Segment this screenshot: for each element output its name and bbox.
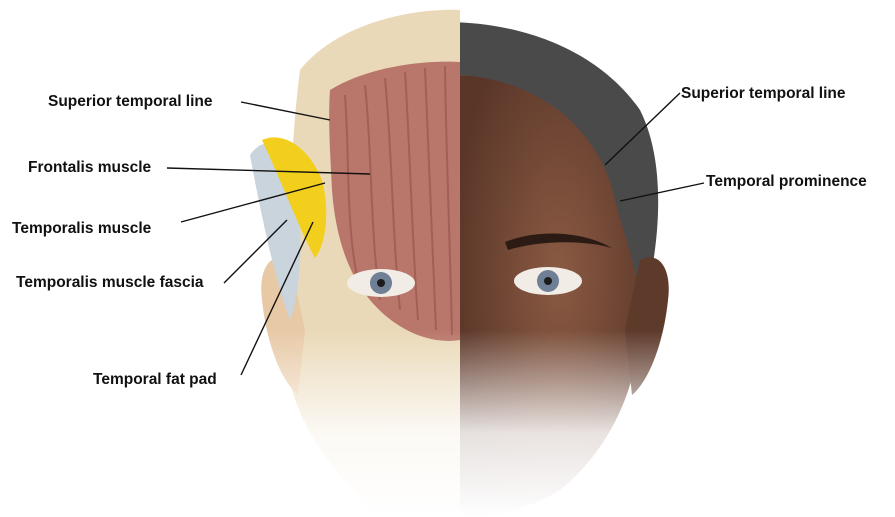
label-temporal-prominence: Temporal prominence <box>706 174 867 190</box>
lower-face-fade <box>250 330 680 517</box>
label-temporalis-muscle: Temporalis muscle <box>12 221 151 237</box>
label-superior-temporal-line-left: Superior temporal line <box>48 94 213 110</box>
label-frontalis-muscle: Frontalis muscle <box>28 160 151 176</box>
label-superior-temporal-line-right: Superior temporal line <box>681 86 846 102</box>
label-temporalis-muscle-fascia: Temporalis muscle fascia <box>16 275 204 291</box>
label-temporal-fat-pad: Temporal fat pad <box>93 372 217 388</box>
